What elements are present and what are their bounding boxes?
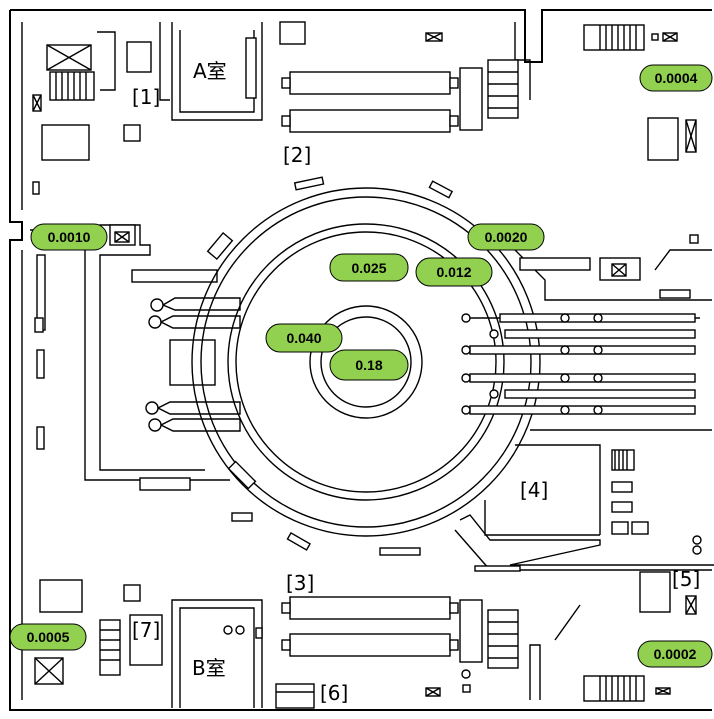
building-outline bbox=[9, 9, 712, 711]
reading-badge-ring-upper-right: 0.0020 bbox=[467, 223, 545, 251]
beamline-3 bbox=[281, 596, 541, 700]
marker-5: [5] bbox=[672, 567, 700, 591]
reading-badge-bottom-left: 0.0005 bbox=[9, 623, 87, 651]
reading-top-right: 0.0004 bbox=[655, 70, 698, 86]
room-a-label: A室 bbox=[193, 59, 227, 83]
marker-3: [3] bbox=[286, 571, 314, 595]
reading-center-left: 0.040 bbox=[286, 330, 321, 346]
reading-badge-inner-upper-right: 0.012 bbox=[415, 257, 493, 287]
room-b-label: B室 bbox=[192, 656, 226, 680]
reading-ring-upper-right: 0.0020 bbox=[485, 229, 528, 245]
beamline-2 bbox=[281, 32, 519, 133]
reading-badge-center-left: 0.040 bbox=[265, 323, 343, 353]
marker-2: [2] bbox=[283, 143, 311, 167]
central-ring bbox=[191, 176, 541, 556]
room-1-area bbox=[32, 22, 170, 195]
reading-badge-left-mid: 0.0010 bbox=[30, 223, 108, 251]
marker-1: [1] bbox=[132, 85, 160, 109]
reading-badge-center: 0.18 bbox=[329, 349, 409, 381]
reading-badge-top-right: 0.0004 bbox=[639, 64, 713, 92]
stairs-bottom-right bbox=[554, 604, 671, 702]
room-4-area bbox=[454, 444, 714, 572]
reading-inner-upper-right: 0.012 bbox=[436, 264, 471, 280]
marker-4: [4] bbox=[520, 478, 548, 502]
room-b-area bbox=[34, 579, 315, 709]
stairs-top-right bbox=[583, 24, 697, 161]
reading-bottom-right: 0.0002 bbox=[654, 646, 697, 662]
right-beamlines bbox=[461, 234, 712, 431]
left-ports bbox=[145, 297, 241, 432]
reading-inner-upper-left: 0.025 bbox=[351, 260, 386, 276]
reading-badge-inner-upper-left: 0.025 bbox=[329, 253, 409, 282]
reading-badge-bottom-right: 0.0002 bbox=[637, 640, 713, 668]
reading-left-mid: 0.0010 bbox=[48, 229, 91, 245]
reading-center: 0.18 bbox=[355, 357, 382, 373]
marker-7: [7] bbox=[132, 618, 160, 642]
marker-6: [6] bbox=[320, 681, 348, 705]
room-5-area bbox=[639, 571, 697, 615]
reading-bottom-left: 0.0005 bbox=[27, 629, 70, 645]
room-a bbox=[171, 21, 306, 121]
